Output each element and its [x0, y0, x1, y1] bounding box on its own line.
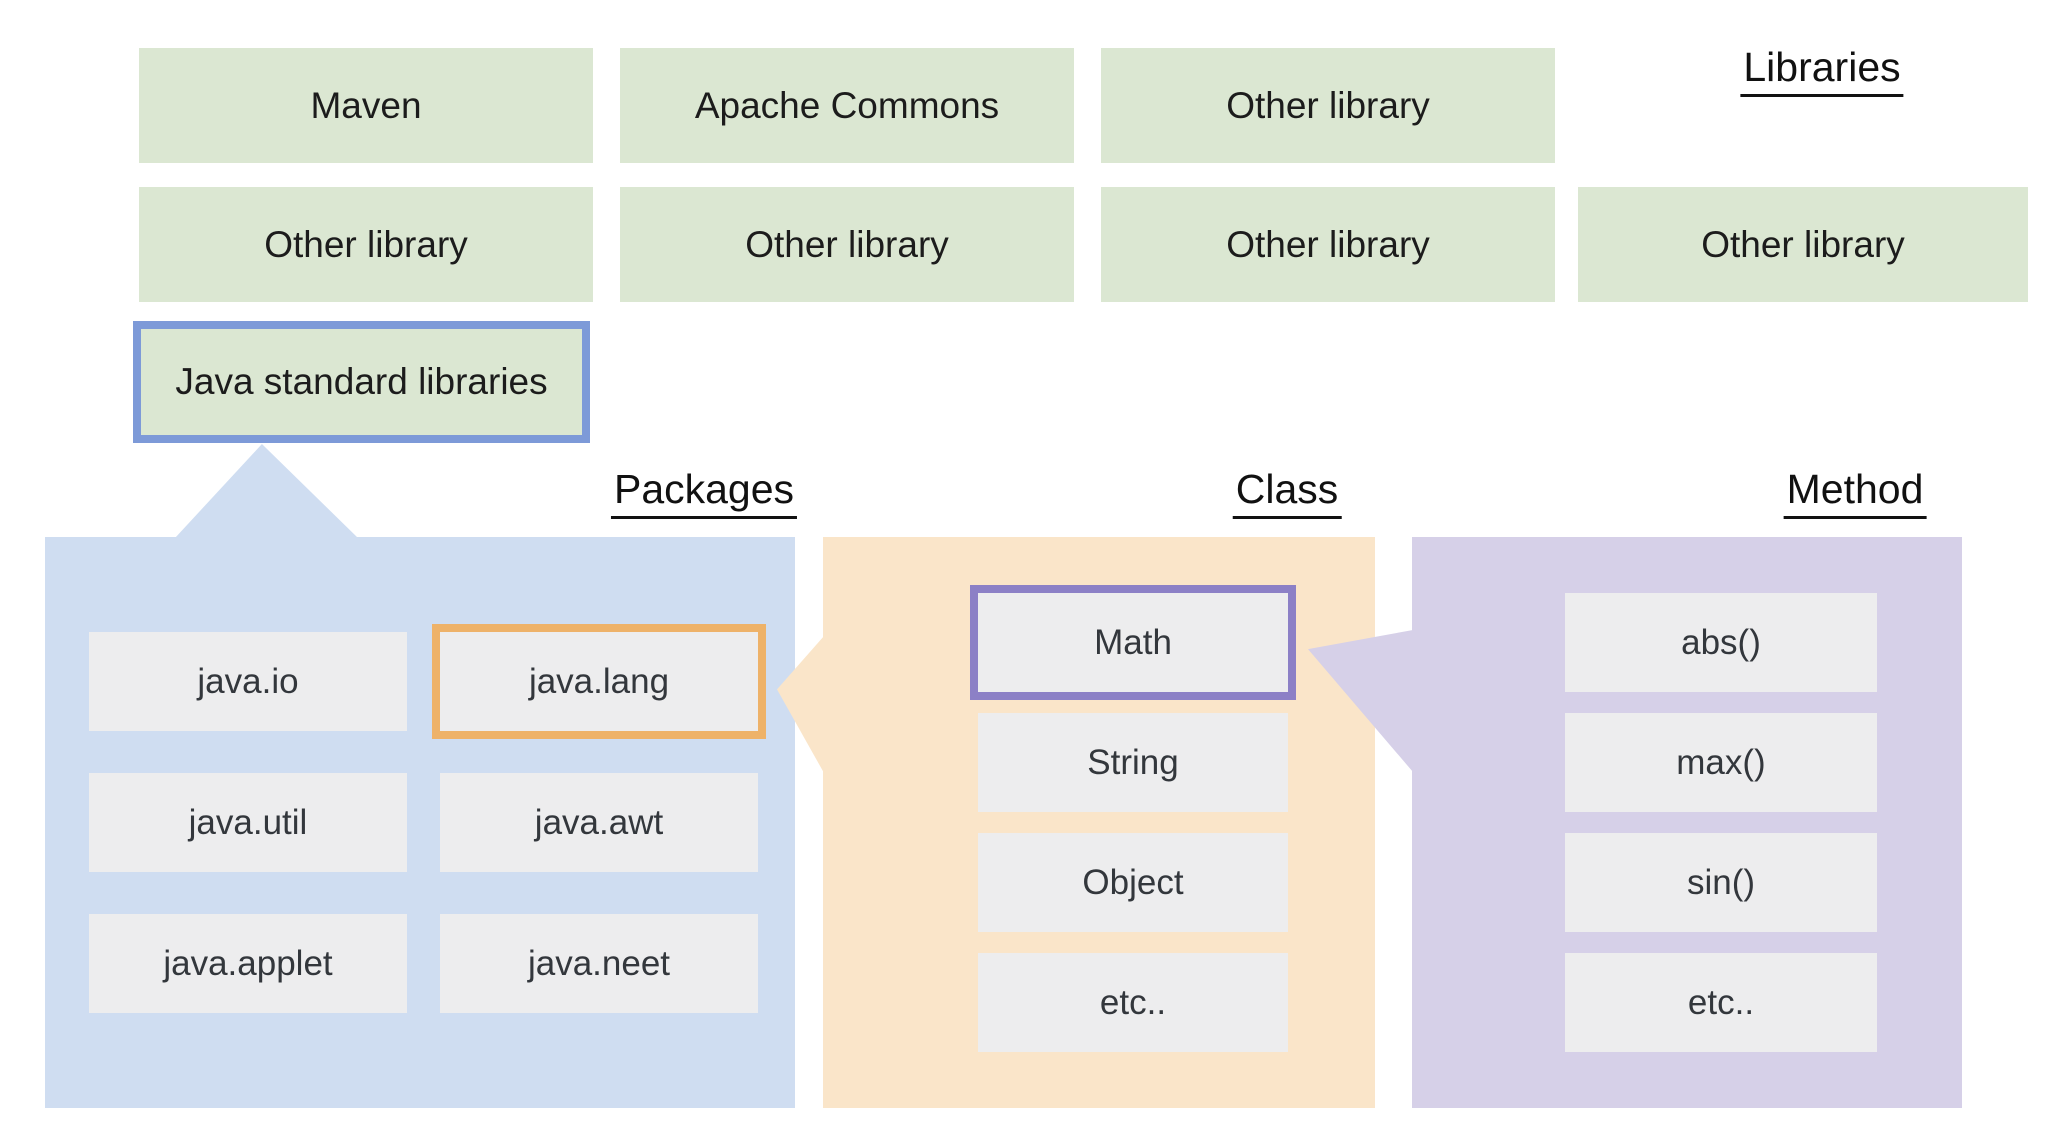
library-box-java-standard-highlighted: Java standard libraries: [133, 321, 590, 443]
package-box-java-applet: java.applet: [89, 914, 407, 1013]
library-box-other-2: Other library: [139, 187, 593, 302]
library-box-other-1: Other library: [1101, 48, 1555, 163]
method-box-abs: abs(): [1565, 593, 1877, 692]
package-box-java-io: java.io: [89, 632, 407, 731]
package-box-java-lang-highlighted: java.lang: [432, 624, 766, 739]
libraries-title: Libraries: [1740, 44, 1904, 98]
package-box-java-util: java.util: [89, 773, 407, 872]
class-box-etc: etc..: [978, 953, 1288, 1052]
library-box-other-3: Other library: [620, 187, 1074, 302]
class-box-math-highlighted: Math: [970, 585, 1296, 700]
class-title: Class: [1232, 466, 1342, 520]
method-box-etc: etc..: [1565, 953, 1877, 1052]
class-box-string: String: [978, 713, 1288, 812]
class-box-object: Object: [978, 833, 1288, 932]
packages-title: Packages: [610, 466, 798, 520]
package-box-java-awt: java.awt: [440, 773, 758, 872]
method-title: Method: [1783, 466, 1927, 520]
connector-libraries-to-packages: [175, 444, 358, 538]
library-box-apache-commons: Apache Commons: [620, 48, 1074, 163]
method-box-max: max(): [1565, 713, 1877, 812]
library-box-other-5: Other library: [1578, 187, 2028, 302]
library-box-other-4: Other library: [1101, 187, 1555, 302]
package-box-java-neet: java.neet: [440, 914, 758, 1013]
method-box-sin: sin(): [1565, 833, 1877, 932]
library-box-maven: Maven: [139, 48, 593, 163]
